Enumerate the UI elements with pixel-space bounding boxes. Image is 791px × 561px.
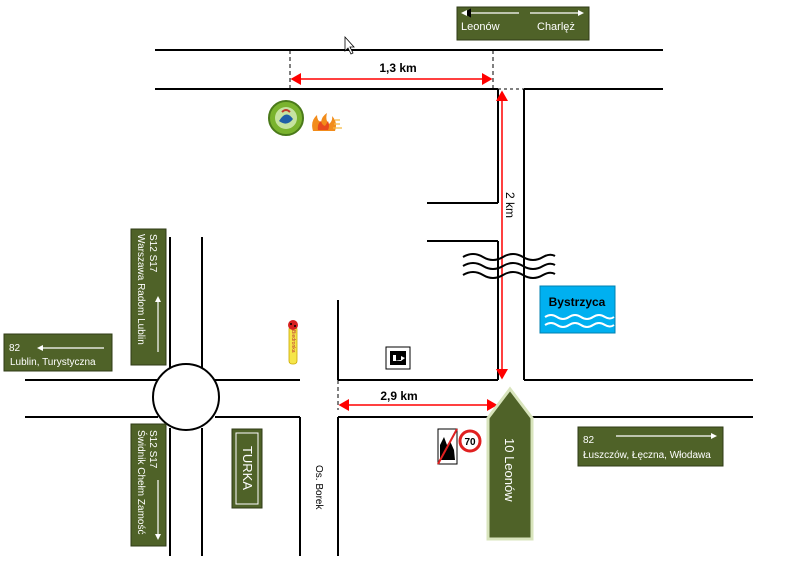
sign-leonow-charlez: Leonów Charlęż bbox=[456, 6, 590, 41]
ladybug-icon: Biedronka bbox=[288, 320, 298, 365]
south-sign-cities: Świdnik Chełm Zamość bbox=[135, 430, 148, 534]
measurements: 1,3 km 2 km 2,9 km bbox=[289, 50, 524, 411]
sign-east-82: 82 Łuszczów, Łęczna, Włodawa bbox=[577, 426, 724, 467]
sign-leonow-arrow: 10 Leonów bbox=[486, 386, 534, 541]
east-sign-number: 82 bbox=[583, 435, 595, 446]
sign-south-s12-s17: S12 S17 Świdnik Chełm Zamość bbox=[130, 423, 167, 547]
east-sign-text: Łuszczów, Łęczna, Włodawa bbox=[583, 450, 711, 461]
speed-limit-value: 70 bbox=[464, 437, 476, 448]
north-sign-routes: S12 S17 bbox=[147, 234, 158, 273]
osiedle-label: Os. Borek bbox=[313, 465, 324, 510]
roundabout bbox=[152, 363, 220, 431]
flames-icon bbox=[312, 113, 342, 131]
river-sign-bystrzyca: Bystrzyca bbox=[539, 285, 616, 334]
sign-top-right-text: Charlęż bbox=[537, 21, 575, 33]
leonow-arrow-text: 10 Leonów bbox=[502, 438, 517, 502]
hill-warning-icon bbox=[437, 428, 458, 465]
distance-bottom-label: 2,9 km bbox=[380, 389, 417, 403]
svg-text:Biedronka: Biedronka bbox=[290, 330, 296, 353]
green-emblem-icon bbox=[268, 100, 304, 136]
distance-vertical-label: 2 km bbox=[503, 192, 517, 218]
north-sign-cities: Warszawa Radom Lublin bbox=[135, 234, 146, 345]
sign-turka: TURKA bbox=[231, 428, 263, 509]
speed-limit-sign: 70 bbox=[458, 429, 482, 453]
roads bbox=[25, 49, 753, 556]
sign-top-left-text: Leonów bbox=[461, 21, 500, 33]
river-name: Bystrzyca bbox=[549, 295, 606, 309]
west-sign-number: 82 bbox=[9, 343, 21, 354]
turka-text: TURKA bbox=[240, 446, 255, 490]
south-sign-routes: S12 S17 bbox=[147, 430, 158, 469]
turn-sign-icon bbox=[385, 346, 411, 370]
west-sign-text: Lublin, Turystyczna bbox=[10, 357, 96, 368]
mouse-pointer-icon bbox=[344, 35, 355, 55]
distance-top-label: 1,3 km bbox=[379, 61, 416, 75]
sign-west-82: 82 Lublin, Turystyczna bbox=[3, 333, 113, 372]
river-waves-icon bbox=[462, 253, 556, 279]
sign-north-s12-s17: S12 S17 Warszawa Radom Lublin bbox=[130, 228, 167, 366]
